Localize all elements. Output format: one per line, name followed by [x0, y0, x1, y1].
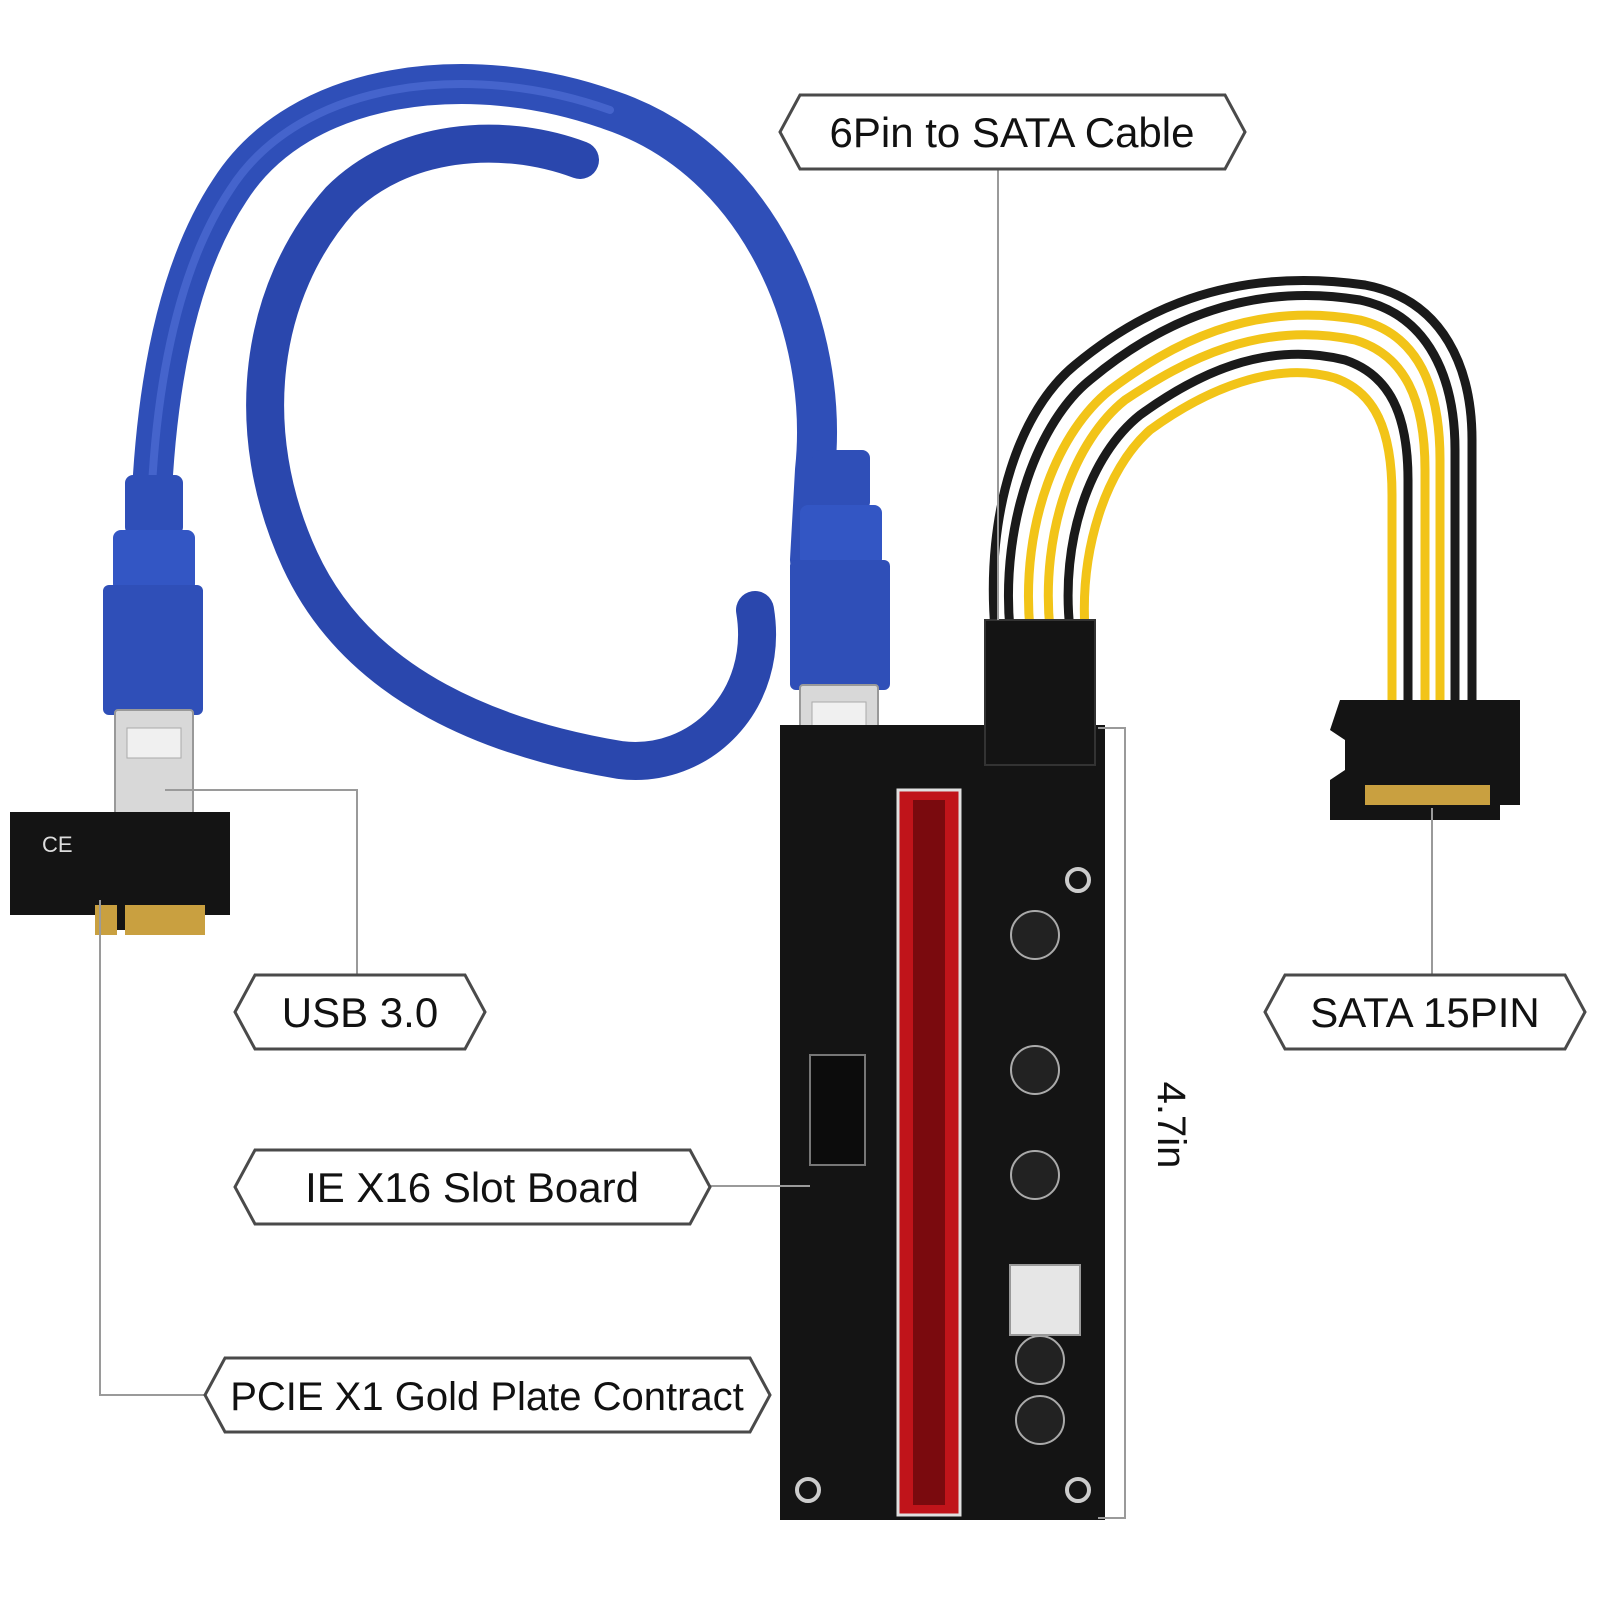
usb-plug-left: [103, 475, 203, 821]
x16-riser-board: [780, 725, 1105, 1520]
x1-gold-contacts: [95, 905, 205, 935]
label-x16: IE X16 Slot Board: [233, 1148, 712, 1226]
pcie-x1-card: CE: [10, 812, 230, 935]
usb-cable: [130, 64, 837, 780]
dimension-label: 4.7in: [1149, 1082, 1193, 1169]
label-sata: SATA 15PIN: [1263, 973, 1587, 1051]
label-usb-text: USB 3.0: [282, 989, 438, 1036]
capacitors: [1010, 910, 1065, 1445]
label-usb: USB 3.0: [233, 973, 487, 1051]
leader-usb: [165, 789, 358, 975]
usb-cable-inner-strand: [246, 124, 776, 780]
six-pin-socket: [809, 1054, 866, 1166]
ce-mark: CE: [42, 832, 73, 857]
sata-15pin-connector: [1330, 700, 1520, 820]
label-x1-text: PCIE X1 Gold Plate Contract: [230, 1375, 744, 1419]
usb-cable-highlight: [146, 80, 614, 564]
label-6pin-sata-text: 6Pin to SATA Cable: [830, 109, 1195, 156]
label-x1: PCIE X1 Gold Plate Contract: [203, 1356, 772, 1434]
six-pin-to-sata-cable: [984, 276, 1477, 766]
label-6pin-sata: 6Pin to SATA Cable: [778, 93, 1247, 171]
leader-x1: [99, 900, 205, 1396]
dimension-line: [1098, 727, 1126, 1519]
label-sata-text: SATA 15PIN: [1310, 989, 1540, 1036]
six-pin-connector: [984, 619, 1096, 766]
label-x16-text: IE X16 Slot Board: [305, 1164, 639, 1211]
leader-lines: [99, 168, 1433, 1519]
